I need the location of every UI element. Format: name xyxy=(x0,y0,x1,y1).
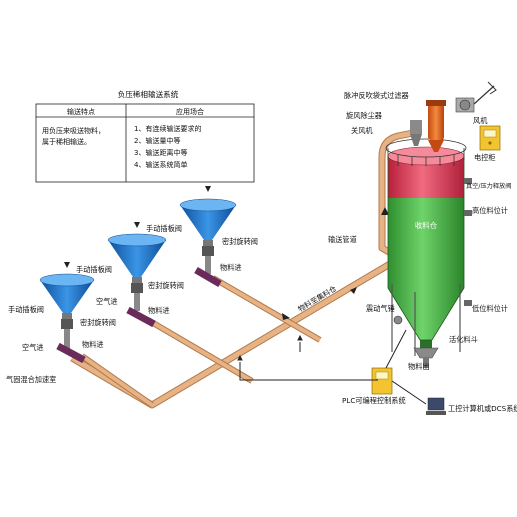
label-pipe: 输送管道 xyxy=(328,235,357,244)
hopper-1 xyxy=(179,198,237,288)
table-col2-line: 4、输送系统简单 xyxy=(134,160,187,169)
label-mixer: 气固混合加速室 xyxy=(6,375,56,384)
label-ipc: 工控计算机或DCS系统 xyxy=(448,404,517,413)
silo-label: 收料仓 xyxy=(415,221,438,230)
fan-icon xyxy=(455,81,497,113)
cyclone-icon xyxy=(410,120,422,146)
label-seal-valve-3: 密封旋转阀 xyxy=(80,318,116,327)
table-col1-line: 属于稀相输送。 xyxy=(42,137,91,146)
arrow-down-icon xyxy=(134,222,140,228)
label-low-level: 低位料位计 xyxy=(472,304,508,313)
label-material-out: 物料出 xyxy=(408,362,430,371)
label-material-in-2: 物料进 xyxy=(148,306,170,315)
label-air-in-2: 空气进 xyxy=(96,297,118,306)
hopper-3 xyxy=(39,273,95,364)
table-col2-line: 2、输送量中等 xyxy=(134,136,180,145)
table-col1-line: 用负压来吸送物料， xyxy=(42,126,105,135)
label-manual-valve-3: 手动插板阀 xyxy=(8,305,44,314)
low-level-gauge-icon xyxy=(464,300,472,306)
arrow-down-icon xyxy=(64,262,70,268)
high-level-gauge-icon xyxy=(464,210,472,216)
label-material-in-3: 物料进 xyxy=(82,340,104,349)
label-fan: 风机 xyxy=(473,116,488,125)
table-col2-header: 应用场合 xyxy=(176,107,204,116)
label-control-cabinet: 电控柜 xyxy=(474,153,496,162)
arrow-down-icon xyxy=(205,186,211,192)
conveying-pipe xyxy=(70,128,419,409)
info-table: 负压稀相输送系统 输送特点 应用场合 用负压来吸送物料， 属于稀相输送。 1、有… xyxy=(35,89,255,183)
vibrator-icon xyxy=(393,315,403,325)
plc-cabinet-icon xyxy=(371,367,393,395)
computer-icon xyxy=(426,397,446,415)
receiving-silo: 收料仓 xyxy=(385,138,467,368)
label-plc: PLC可编程控制系统 xyxy=(342,396,406,405)
control-cabinet-icon xyxy=(479,125,501,151)
label-activator: 活化料斗 xyxy=(449,335,478,344)
hopper-2 xyxy=(107,233,167,328)
table-col1-header: 输送特点 xyxy=(67,107,95,116)
label-manual-valve-2: 手动插板阀 xyxy=(76,265,112,274)
table-title: 负压稀相输送系统 xyxy=(118,89,179,99)
label-pulse-filter: 脉冲反吹袋式过滤器 xyxy=(344,91,409,100)
table-col2-line: 3、输送距离中等 xyxy=(134,148,187,157)
label-cyclone: 旋风除尘器 xyxy=(346,111,382,120)
pulse-filter-icon xyxy=(426,100,446,152)
label-high-level: 高位料位计 xyxy=(472,206,508,215)
label-seal-valve-1: 密封旋转阀 xyxy=(222,237,258,246)
label-air-in-3: 空气进 xyxy=(22,343,44,352)
label-shutoff-valve: 关风机 xyxy=(351,126,373,135)
label-seal-valve-2: 密封旋转阀 xyxy=(148,281,184,290)
signal-lines xyxy=(237,329,427,405)
label-material-in-1: 物料进 xyxy=(220,263,242,272)
table-col2-line: 1、有连续输送要求的 xyxy=(134,124,201,133)
label-manual-valve-1: 手动插板阀 xyxy=(146,224,182,233)
vacuum-valve-icon xyxy=(464,178,472,184)
label-vacuum-valve: 真空/压力释放阀 xyxy=(466,182,511,190)
label-vibrator: 震动气锤 xyxy=(366,304,395,313)
